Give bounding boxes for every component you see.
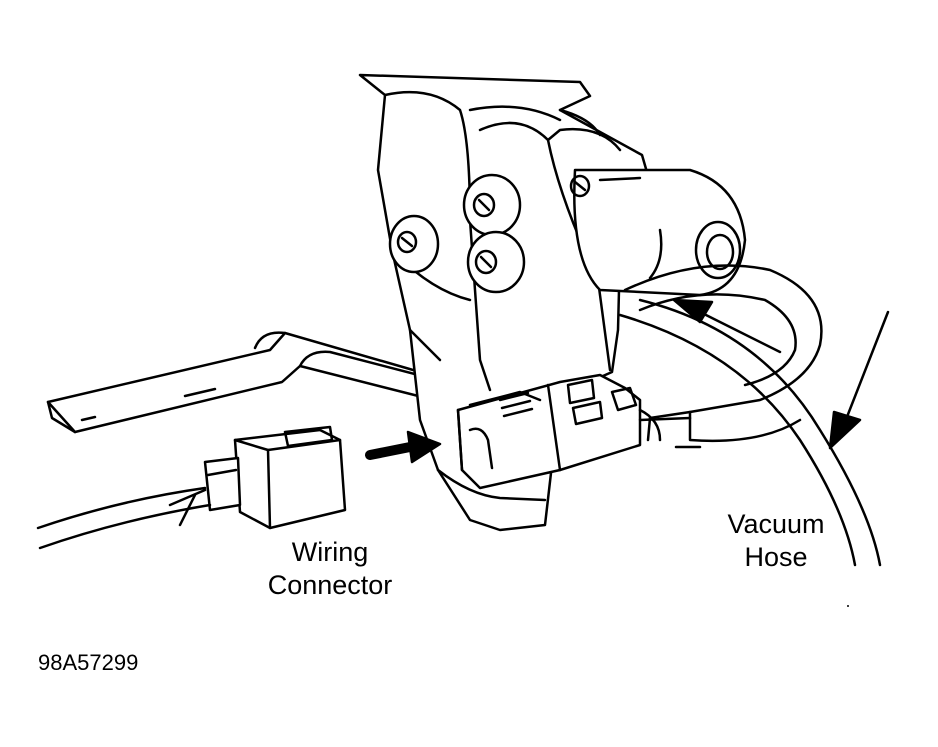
vacuum-label-line-2: Hose: [744, 542, 808, 572]
bolts: [388, 173, 526, 294]
mounting-bracket: [46, 331, 472, 434]
vacuum-label-line-1: Vacuum: [727, 509, 825, 539]
wiring-connector-label: Wiring Connector: [255, 536, 405, 602]
wiring-connector-plug: [36, 425, 347, 550]
vacuum-flow-arrow: [672, 298, 782, 354]
actuator-motor: [569, 168, 747, 297]
vacuum-leader-arrow: [828, 310, 890, 450]
wiring-label-line-2: Connector: [267, 570, 393, 600]
wiring-label-line-1: Wiring: [291, 537, 369, 567]
vacuum-hose-label: Vacuum Hose: [706, 508, 846, 574]
insertion-arrow: [365, 430, 442, 464]
vacuum-hose: [618, 264, 882, 567]
bracket-connector: [456, 373, 692, 490]
figure-code: 98A57299: [38, 650, 139, 675]
